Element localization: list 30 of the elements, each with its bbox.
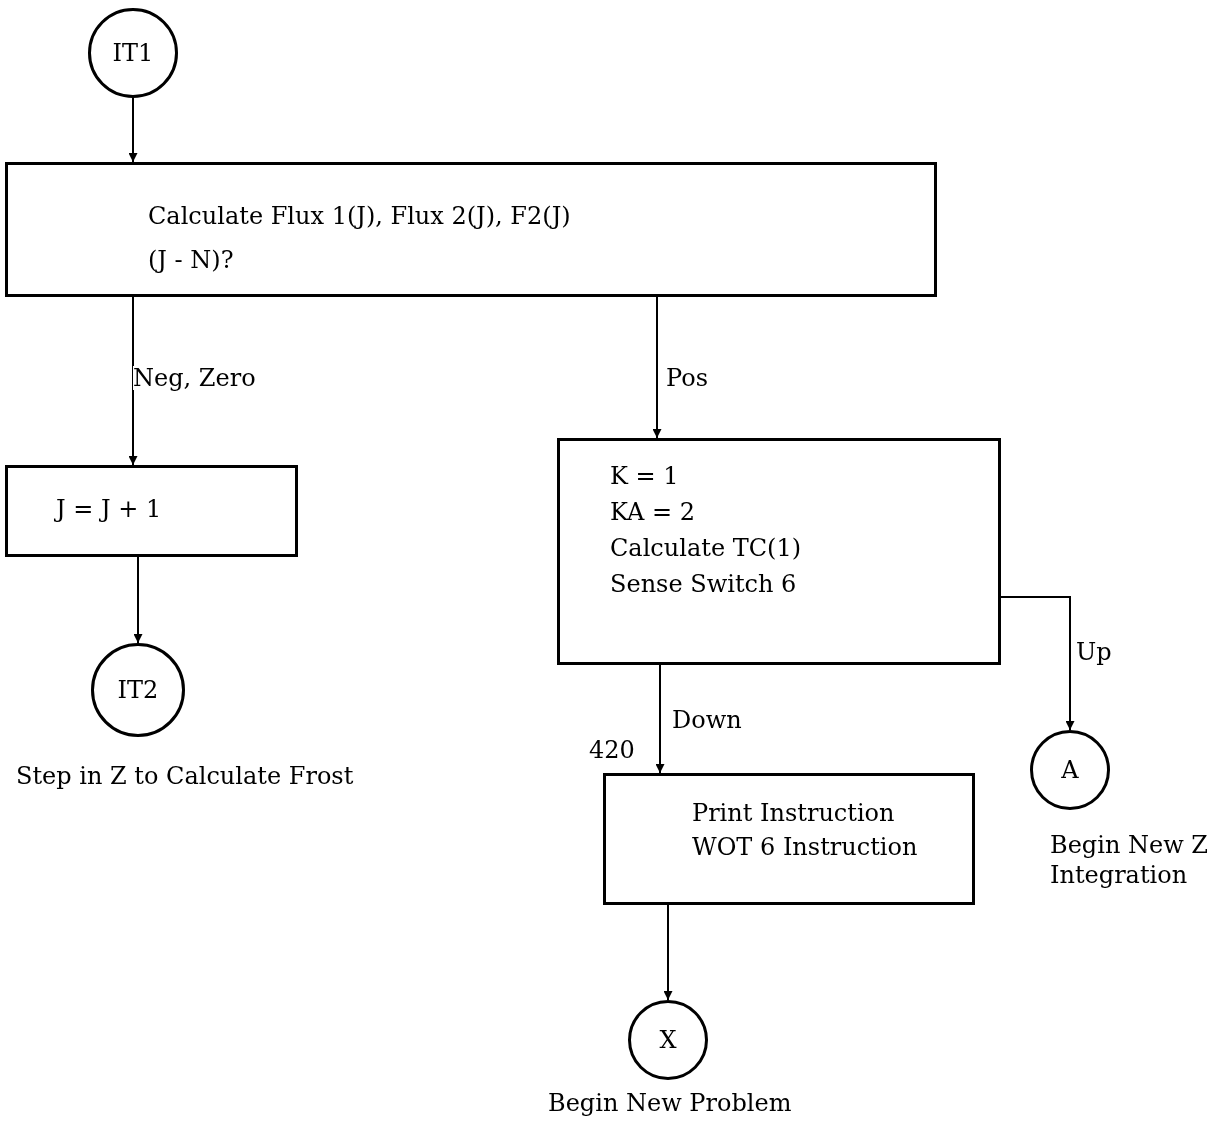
arrow bbox=[128, 296, 138, 466]
arrow bbox=[663, 904, 673, 1001]
arrow bbox=[128, 97, 138, 163]
process-box bbox=[5, 162, 937, 297]
arrow bbox=[1000, 596, 1075, 731]
process-text: Print Instruction bbox=[692, 798, 896, 828]
arrow bbox=[652, 296, 662, 439]
process-text: Sense Switch 6 bbox=[610, 569, 798, 599]
edge-label: Up bbox=[1076, 640, 1112, 664]
process-text: KA = 2 bbox=[610, 497, 696, 527]
node-caption: Begin New Z Integration bbox=[1050, 830, 1209, 890]
connector-label: IT2 bbox=[117, 675, 159, 705]
process-text: Calculate TC(1) bbox=[610, 533, 803, 563]
process-text: (J - N)? bbox=[148, 245, 235, 275]
process-text: K = 1 bbox=[610, 461, 680, 491]
node-caption: Step in Z to Calculate Frost bbox=[16, 761, 355, 791]
connector-label: X bbox=[659, 1025, 677, 1055]
arrow bbox=[133, 556, 143, 644]
process-text: Calculate Flux 1(J), Flux 2(J), F2(J) bbox=[148, 201, 572, 231]
arrow bbox=[655, 664, 665, 774]
node-caption: 420 bbox=[589, 735, 636, 765]
node-caption: Begin New Problem bbox=[548, 1088, 793, 1118]
process-box bbox=[5, 465, 298, 557]
edge-label: Neg, Zero bbox=[133, 366, 256, 390]
process-text: J = J + 1 bbox=[56, 494, 163, 524]
process-box bbox=[557, 438, 1001, 665]
connector-label: A bbox=[1061, 755, 1079, 785]
process-box bbox=[603, 773, 975, 905]
process-text: WOT 6 Instruction bbox=[692, 832, 919, 862]
connector-label: IT1 bbox=[112, 38, 154, 68]
